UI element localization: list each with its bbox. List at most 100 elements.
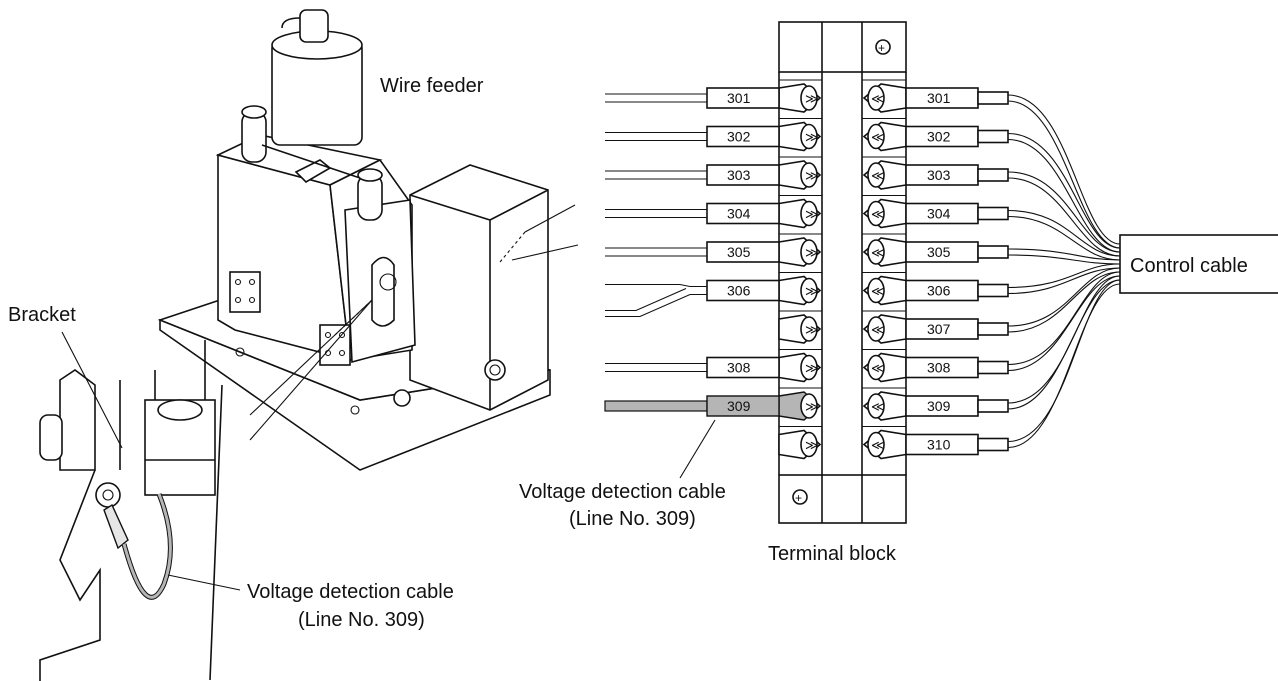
left-tag-label: 305 <box>727 244 751 260</box>
post-left <box>241 111 267 163</box>
control-cable-box <box>1119 234 1278 294</box>
right-wire-sleeve <box>977 168 1009 182</box>
hinge-plate-left <box>229 271 261 313</box>
detection-cable-bracket <box>122 493 172 599</box>
left-screw-mark: ≫ <box>805 207 819 222</box>
right-tag-label: 302 <box>927 129 951 145</box>
right-screw-mark: ≪ <box>871 284 885 299</box>
vdc-block-label-1: Voltage detection cable <box>519 481 726 503</box>
control-cable-label: Control cable <box>1130 255 1248 277</box>
right-wire-sleeve <box>977 437 1009 452</box>
right-wire <box>1007 215 1121 261</box>
right-tag-label: 305 <box>927 244 951 260</box>
hinge-screw <box>248 296 256 304</box>
right-wire-sleeve <box>977 129 1009 144</box>
hinge-screw <box>248 278 256 286</box>
bracket-knob <box>39 414 63 461</box>
base-hole-mid <box>350 405 360 415</box>
detail-callout-line-a <box>249 299 373 416</box>
right-screw <box>867 431 885 458</box>
right-tag-label: 310 <box>927 437 951 453</box>
left-tag-box <box>706 279 780 302</box>
hinge-screw <box>338 349 346 357</box>
right-wire <box>1007 177 1121 257</box>
right-wire <box>1007 271 1121 366</box>
right-tag-label: 304 <box>927 206 951 222</box>
right-wire <box>1007 94 1121 245</box>
bottom-mount-screw-cross: + <box>795 491 802 505</box>
bracket-detail <box>39 340 223 681</box>
left-tag-label: 301 <box>727 90 751 106</box>
rail-long <box>209 384 223 681</box>
left-tag-box <box>706 356 780 379</box>
left-tag-label: 309 <box>727 398 751 414</box>
left-tag-box <box>706 125 780 148</box>
right-wire <box>1007 267 1121 295</box>
left-screw-mark: ≫ <box>805 130 819 145</box>
right-screw-mark: ≪ <box>871 322 885 337</box>
left-tag-box <box>706 202 780 225</box>
gearbox <box>409 164 549 411</box>
left-wire-highlight <box>604 400 708 412</box>
hinge-screw <box>324 331 332 339</box>
crimp-sleeve <box>103 503 129 550</box>
ring-terminal-inner <box>102 489 114 501</box>
right-wire <box>1007 283 1121 449</box>
left-screw <box>800 85 818 111</box>
right-wire <box>1007 275 1121 372</box>
right-wire <box>1007 279 1121 443</box>
right-wire-sleeve <box>977 245 1009 259</box>
right-wire <box>1007 254 1121 265</box>
left-screw-mark: ≫ <box>805 438 819 453</box>
left-tag-box <box>706 87 780 109</box>
detail-callout-dash <box>334 299 373 336</box>
right-wire <box>1007 132 1121 249</box>
left-screw-mark: ≫ <box>805 245 819 260</box>
left-screw <box>800 162 818 188</box>
right-wire <box>1007 263 1121 289</box>
right-screw <box>867 85 885 111</box>
left-screw <box>800 354 818 381</box>
hinge-screw <box>338 331 346 339</box>
right-tag-label: 301 <box>927 90 951 106</box>
left-screw-mark: ≫ <box>805 284 819 299</box>
gearbox-fitting <box>484 359 506 381</box>
gearbox-callout-dash <box>499 231 526 263</box>
left-wire <box>605 287 687 312</box>
right-tag-label: 303 <box>927 167 951 183</box>
right-wire <box>1007 275 1121 404</box>
right-screw-mark: ≪ <box>871 130 885 145</box>
right-screw-mark: ≪ <box>871 399 885 414</box>
left-tag-label: 308 <box>727 360 751 376</box>
right-wire-sleeve <box>977 283 1009 298</box>
right-screw-mark: ≪ <box>871 207 885 222</box>
vdc-block-leader <box>679 419 716 479</box>
left-screw-mark: ≫ <box>805 361 819 376</box>
left-screw <box>800 239 818 265</box>
bracket-label: Bracket <box>8 304 76 326</box>
hinge-screw <box>234 278 242 286</box>
hinge-screw <box>234 296 242 304</box>
feed-slot <box>371 256 395 327</box>
right-tag-label: 309 <box>927 398 951 414</box>
right-screw-mark: ≪ <box>871 91 885 106</box>
right-screw-mark: ≪ <box>871 361 885 376</box>
wire-feeder-drawing <box>157 9 579 471</box>
right-screw <box>867 200 885 227</box>
bracket-block-hole <box>157 399 203 421</box>
right-wire-sleeve <box>977 360 1009 375</box>
left-tag-label: 302 <box>727 129 751 145</box>
left-wire <box>605 293 707 318</box>
right-screw-mark: ≪ <box>871 438 885 453</box>
left-wire <box>605 283 707 288</box>
right-tag-label: 307 <box>927 321 951 337</box>
feed-roller <box>379 273 397 291</box>
top-mount-screw <box>875 39 891 55</box>
left-tag-label: 303 <box>727 167 751 183</box>
right-wire <box>1007 138 1121 253</box>
right-tag-label: 308 <box>927 360 951 376</box>
right-wire <box>1007 248 1121 261</box>
right-wire <box>1007 171 1121 253</box>
